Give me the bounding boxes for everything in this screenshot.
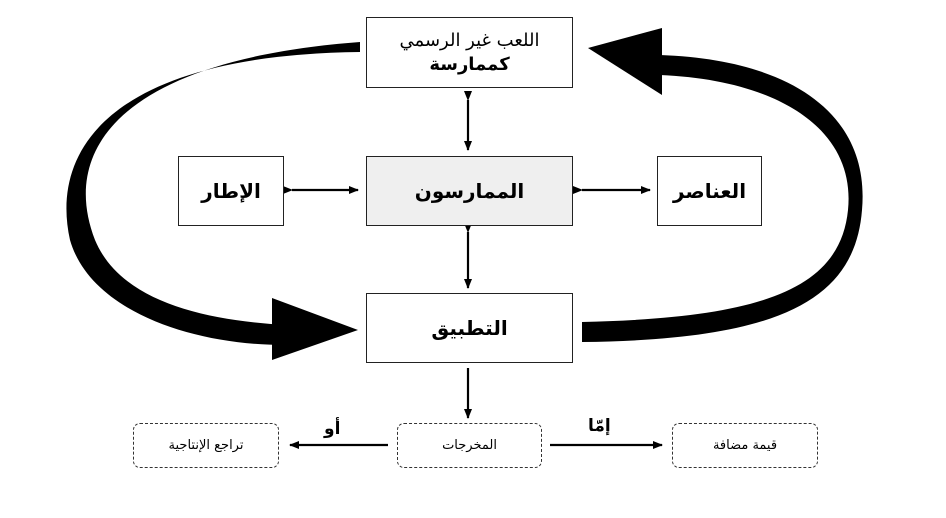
node-framework-label: الإطار (201, 179, 261, 203)
node-outputs-label: المخرجات (442, 437, 497, 453)
node-informal-play: اللعب غير الرسمي كممارسة (366, 17, 573, 88)
node-outputs: المخرجات (397, 423, 542, 468)
cycle-arrowhead-left (272, 298, 358, 360)
cycle-arrowhead-right (588, 28, 662, 95)
node-added-value-label: قيمة مضافة (712, 437, 778, 453)
edge-label-or: أو (324, 419, 341, 439)
node-application-label: التطبيق (431, 316, 508, 340)
node-productivity-decline: تراجع الإنتاجية (133, 423, 279, 468)
node-informal-play-line2: كممارسة (429, 53, 510, 75)
node-practitioners-label: الممارسون (414, 179, 525, 203)
node-framework: الإطار (178, 156, 284, 226)
node-informal-play-line1: اللعب غير الرسمي (399, 29, 540, 51)
node-practitioners: الممارسون (366, 156, 573, 226)
node-elements-label: العناصر (672, 179, 747, 203)
node-productivity-decline-label: تراجع الإنتاجية (168, 437, 244, 453)
node-elements: العناصر (657, 156, 762, 226)
node-application: التطبيق (366, 293, 573, 363)
node-added-value: قيمة مضافة (672, 423, 818, 468)
edge-label-either: إمّا (588, 416, 611, 436)
